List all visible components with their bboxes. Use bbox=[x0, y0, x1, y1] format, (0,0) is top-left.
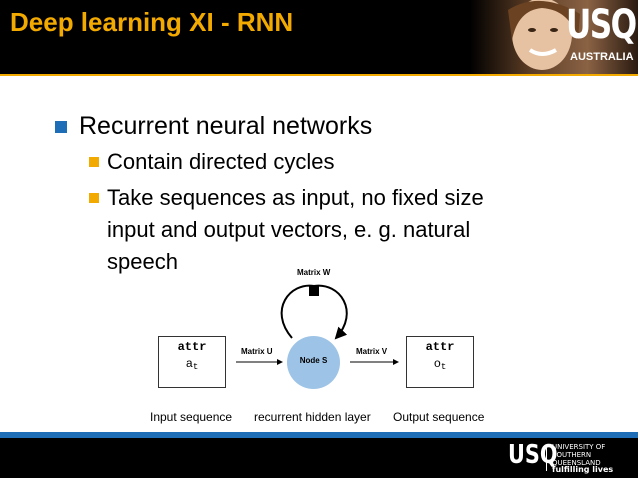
matrix-w-square-icon bbox=[309, 286, 319, 296]
output-box: attr ot bbox=[406, 336, 474, 388]
footer-divider bbox=[0, 432, 638, 438]
slide-header: Deep learning XI - RNN USQ AUSTRALIA bbox=[0, 0, 638, 74]
matrix-u-label: Matrix U bbox=[241, 347, 273, 356]
bullet-square-icon bbox=[55, 121, 67, 133]
matrix-w-label: Matrix W bbox=[297, 268, 331, 277]
bullet-text: Contain directed cycles bbox=[107, 149, 335, 174]
caption-input: Input sequence bbox=[150, 410, 233, 424]
usq-footer-logo: USQ UNIVERSITY OF SOUTHERN QUEENSLAND fu… bbox=[508, 440, 614, 474]
matrix-v-label: Matrix V bbox=[356, 347, 388, 356]
bullet-text: Recurrent neural networks bbox=[79, 112, 373, 140]
slide-title: Deep learning XI - RNN bbox=[10, 7, 294, 37]
slide-footer bbox=[0, 438, 638, 478]
caption-hidden: recurrent hidden layer bbox=[254, 410, 371, 424]
node-s-circle bbox=[287, 336, 340, 389]
usq-logo: USQ AUSTRALIA bbox=[566, 2, 637, 63]
bullet-text: Take sequences as input, no fixed size i… bbox=[107, 185, 484, 274]
caption-output: Output sequence bbox=[393, 410, 485, 424]
bullet-square-icon bbox=[89, 193, 99, 203]
input-box: attr at bbox=[158, 336, 226, 388]
bullet-square-icon bbox=[89, 157, 99, 167]
header-photo bbox=[470, 0, 638, 74]
node-s-label: Node S bbox=[299, 356, 328, 365]
header-divider bbox=[0, 74, 638, 76]
